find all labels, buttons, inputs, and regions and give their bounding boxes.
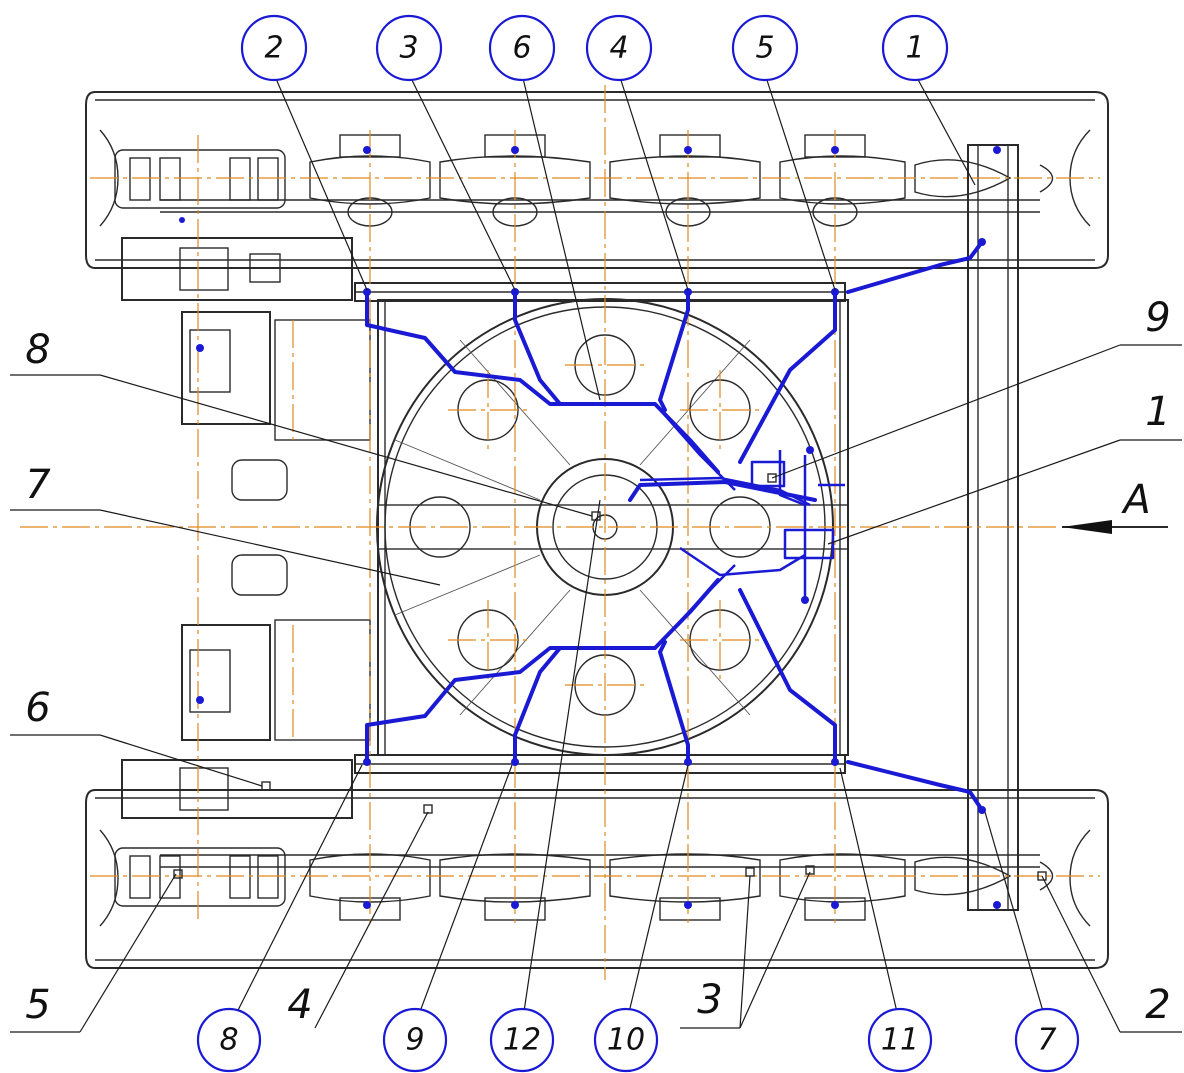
callout-top-6: 6: [488, 14, 556, 82]
callout-top-2-label: 2: [264, 31, 283, 66]
position-label-8: 8: [25, 327, 50, 373]
callout-top-3: 3: [375, 14, 443, 82]
callout-bottom-12-label: 12: [503, 1023, 541, 1058]
motor-assembly-bottom-left: [121, 554, 371, 819]
callout-bottom-11-label: 11: [881, 1023, 919, 1058]
centerlines: [20, 85, 1100, 980]
view-label-a: A: [1120, 477, 1150, 523]
callout-top-1: 1: [881, 14, 949, 82]
callout-bottom-7: 7: [1014, 1007, 1080, 1073]
callout-bottom-9-label: 9: [405, 1023, 424, 1058]
position-label-2: 2: [1145, 982, 1170, 1028]
callout-bottom-8: 8: [196, 1007, 262, 1073]
position-label-9: 9: [1145, 295, 1170, 341]
callout-bottom-10-label: 10: [607, 1023, 645, 1058]
idler-wheel-bottom-right: [914, 829, 1091, 927]
position-label-4: 4: [287, 982, 312, 1028]
position-label-5: 5: [25, 982, 50, 1028]
callout-bottom-9: 9: [382, 1007, 448, 1073]
callout-bottom-11: 11: [867, 1007, 933, 1073]
callout-bottom-8-label: 8: [219, 1023, 238, 1058]
callout-top-6-label: 6: [512, 31, 531, 66]
road-wheels-bottom: [309, 853, 906, 921]
position-label-3: 3: [697, 977, 722, 1023]
callout-bottom-10: 10: [593, 1007, 659, 1073]
hydraulic-pipes: [365, 240, 984, 812]
small-plugs: [173, 473, 1047, 881]
position-label-1: 1: [1145, 389, 1170, 435]
motor-assembly-top-left: [121, 237, 371, 501]
drive-sprocket-bottom-left: [99, 829, 286, 927]
callout-top-1-label: 1: [905, 31, 924, 66]
callout-top-5: 5: [731, 14, 799, 82]
leader-lines: [10, 73, 1182, 1033]
cross-beam-lower: [354, 754, 846, 774]
callout-top-4: 4: [585, 14, 653, 82]
callout-top-3-label: 3: [399, 31, 418, 66]
track-frame-top: [85, 91, 1109, 269]
callout-top-4-label: 4: [609, 31, 628, 66]
callout-top-5-label: 5: [755, 31, 774, 66]
callout-bottom-7-label: 7: [1037, 1023, 1056, 1058]
pipe-fittings: [179, 146, 1001, 909]
position-label-6: 6: [25, 685, 50, 731]
view-arrow-a: [1062, 520, 1168, 534]
callout-top-2: 2: [240, 14, 308, 82]
position-label-7: 7: [25, 462, 51, 508]
track-frame-bottom: [85, 789, 1109, 969]
drive-sprocket-top-left: [99, 129, 286, 227]
callout-bottom-12: 12: [489, 1007, 555, 1073]
